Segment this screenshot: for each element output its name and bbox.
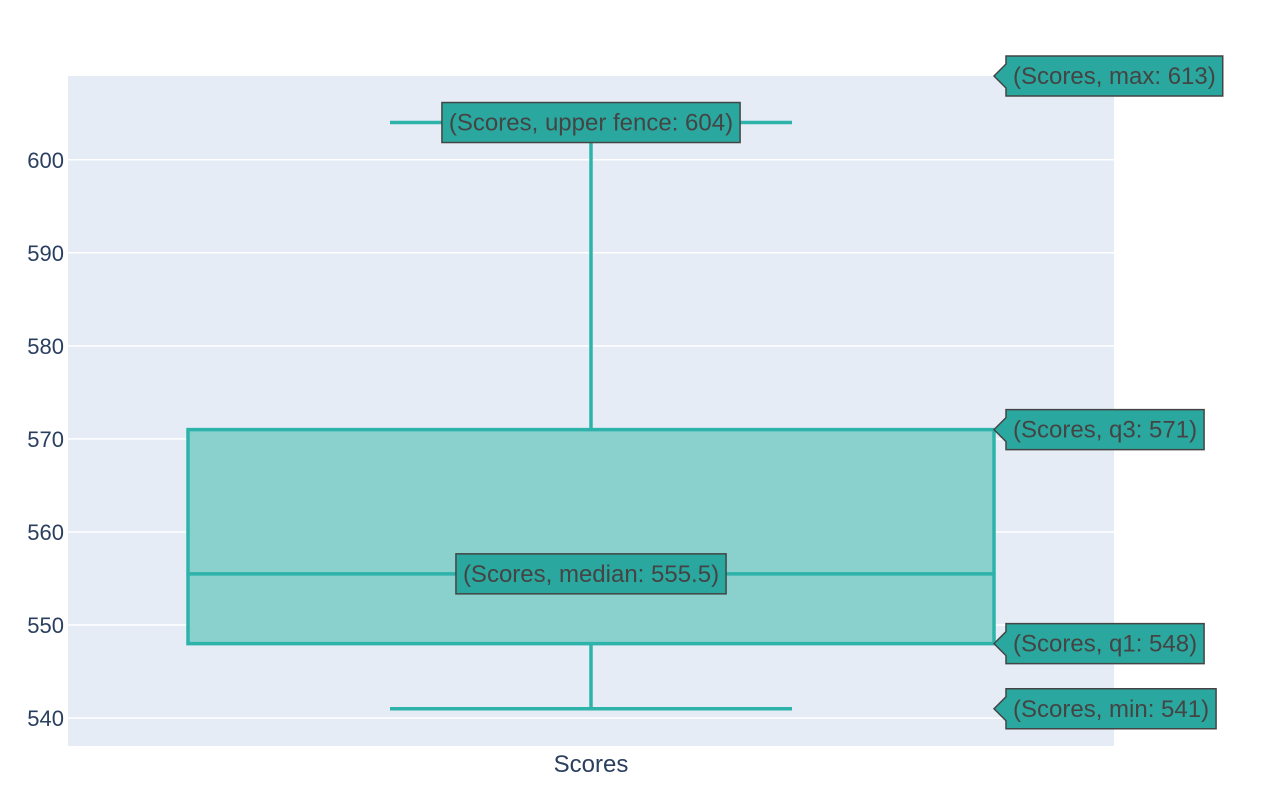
y-tick-label: 600 [27,148,64,173]
hover-label: (Scores, q1: 548) [992,622,1205,665]
hover-label: (Scores, q3: 571) [992,408,1205,451]
hover-label-text: (Scores, max: 613) [1013,63,1216,90]
hover-label-box [455,553,727,595]
y-tick-label: 590 [27,241,64,266]
hover-label: (Scores, upper fence: 604) [441,101,741,144]
hover-label-box [992,622,1205,665]
hover-label: (Scores, min: 541) [992,688,1217,730]
x-tick-label: Scores [554,751,629,778]
x-category-labels: Scores [554,751,629,778]
y-tick-label: 580 [27,334,64,359]
y-tick-label: 550 [27,613,64,638]
iqr-box [186,427,996,646]
hover-label-box [992,55,1224,97]
y-tick-label: 560 [27,520,64,545]
hover-label-text: (Scores, upper fence: 604) [449,110,733,137]
hover-label-text: (Scores, q1: 548) [1013,631,1197,658]
hover-label: (Scores, max: 613) [992,55,1224,97]
hover-label-text: (Scores, min: 541) [1013,696,1209,723]
hover-label-text: (Scores, q3: 571) [1013,417,1197,444]
hover-label: (Scores, median: 555.5) [455,553,727,595]
hover-labels: (Scores, upper fence: 604) (Scores, media… [441,55,1224,730]
y-tick-labels: 540 550 560 570 580 590 600 [27,148,64,731]
hover-label-box [992,408,1205,451]
hover-label-box [992,688,1217,730]
y-tick-label: 570 [27,427,64,452]
hover-label-text: (Scores, median: 555.5) [463,561,719,588]
y-tick-label: 540 [27,706,64,731]
hover-label-box [441,101,741,144]
